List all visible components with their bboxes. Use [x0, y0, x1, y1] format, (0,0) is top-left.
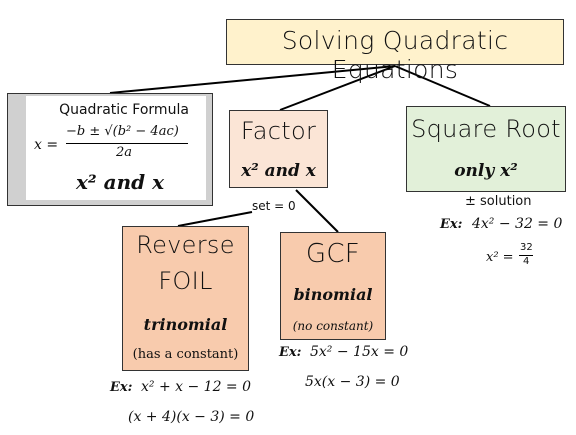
quadratic-formula-expression: x = −b ± √(b² − 4ac) 2a	[34, 124, 202, 164]
line-title-to-quadratic	[109, 65, 396, 94]
line-factor-to-reverse-foil	[177, 211, 253, 227]
gcf-ex-label: Ex:	[279, 345, 302, 360]
formula-numerator: −b ± √(b² − 4ac)	[66, 124, 179, 139]
formula-denominator: 2a	[116, 145, 133, 160]
quadratic-terms: x² and x	[75, 170, 165, 194]
factor-box: Factor x² and x	[229, 110, 328, 188]
reverse-foil-title-line1: Reverse	[136, 231, 235, 259]
reverse-foil-ex-label: Ex:	[110, 380, 133, 395]
square-root-step-lhs: x² =	[486, 250, 514, 265]
reverse-foil-note: (has a constant)	[132, 347, 239, 362]
reverse-foil-kind: trinomial	[143, 315, 228, 334]
reverse-foil-example: x² + x − 12 = 0	[141, 379, 252, 395]
gcf-example: 5x² − 15x = 0	[310, 344, 409, 360]
factor-note: set = 0	[252, 199, 296, 213]
title-box: Solving Quadratic Equations	[226, 19, 564, 84]
line-title-to-square-root	[394, 65, 491, 107]
square-root-box: Square Root only x²	[406, 106, 566, 192]
formula-lhs: x =	[34, 137, 59, 153]
gcf-note: (no constant)	[292, 319, 374, 333]
line-title-to-factor	[279, 65, 396, 111]
gcf-factored: 5x(x − 3) = 0	[305, 374, 400, 390]
square-root-step: x² = 32 4	[486, 242, 546, 274]
square-root-terms: only x²	[454, 161, 518, 181]
gcf-box: GCF binomial (no constant)	[280, 232, 386, 340]
quadratic-formula-label: Quadratic Formula	[59, 102, 189, 118]
reverse-foil-factored: (x + 4)(x − 3) = 0	[128, 409, 255, 425]
diagram-title: Solving Quadratic Equations	[281, 26, 509, 84]
reverse-foil-box: Reverse FOIL trinomial (has a constant)	[122, 226, 249, 371]
formula-fraction-bar	[66, 143, 188, 144]
quadratic-formula-box: Quadratic Formula x = −b ± √(b² − 4ac) 2…	[7, 93, 213, 206]
square-root-note: ± solution	[465, 194, 532, 209]
gcf-title: GCF	[305, 239, 361, 269]
square-root-step-den: 4	[523, 256, 530, 267]
line-factor-to-gcf	[295, 189, 339, 233]
quadratic-formula-inner: Quadratic Formula x = −b ± √(b² − 4ac) 2…	[26, 96, 206, 200]
gcf-kind: binomial	[293, 285, 373, 304]
factor-title: Factor	[240, 117, 317, 145]
factor-terms: x² and x	[241, 161, 316, 181]
square-root-title: Square Root	[411, 115, 561, 143]
square-root-ex-label: Ex:	[440, 217, 463, 232]
reverse-foil-title-line2: FOIL	[158, 267, 213, 295]
square-root-example: 4x² − 32 = 0	[472, 216, 563, 232]
square-root-step-num: 32	[520, 242, 533, 253]
square-root-step-bar	[519, 255, 533, 256]
